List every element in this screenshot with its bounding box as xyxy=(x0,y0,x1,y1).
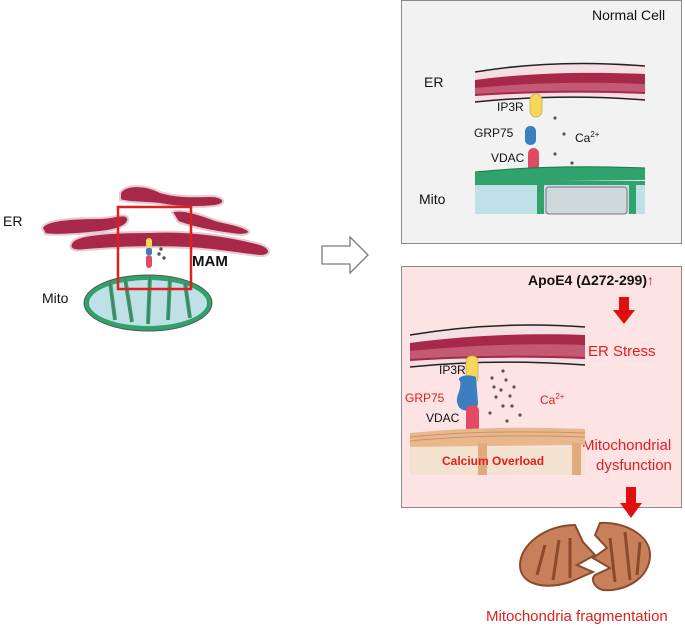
mito-matrix xyxy=(410,447,585,475)
er-network-illustration xyxy=(40,185,270,332)
calcium-ion xyxy=(518,413,522,417)
apoe4-name: ApoE4 (Δ272-299) xyxy=(528,272,647,288)
calcium-ion xyxy=(156,241,160,245)
fragmented-mitochondrion-illustration xyxy=(518,521,652,592)
mito-outer-membrane xyxy=(475,166,645,182)
calcium-ion xyxy=(501,369,505,373)
stress-grp75-label: GRP75 xyxy=(405,391,445,405)
normal-ip3r-label: IP3R xyxy=(497,100,524,114)
down-arrow-icon xyxy=(620,487,642,518)
normal-er-label: ER xyxy=(424,74,444,90)
calcium-charge: 2+ xyxy=(590,130,600,139)
calcium-ion xyxy=(492,385,496,389)
calcium-ion xyxy=(510,404,514,408)
calcium-ion xyxy=(562,132,566,136)
calcium-ion xyxy=(499,388,503,392)
mitochondria-fragmentation-label: Mitochondria fragmentation xyxy=(486,608,668,625)
calcium-ion xyxy=(501,404,505,408)
calcium-ion xyxy=(157,252,161,256)
er-tubule-top xyxy=(119,185,225,209)
normal-mam-illustration xyxy=(474,62,646,215)
stress-mam-illustration xyxy=(409,324,586,475)
calcium-ion xyxy=(162,256,166,260)
increase-arrow-icon: ↑ xyxy=(647,272,654,288)
normal-cell-title: Normal Cell xyxy=(592,7,666,23)
mam-label: MAM xyxy=(192,253,228,270)
mito-outer-membrane xyxy=(410,427,585,447)
grp75-protein xyxy=(146,248,152,255)
calcium-symbol: Ca xyxy=(575,131,591,145)
calcium-ion xyxy=(570,161,574,165)
calcium-ion xyxy=(159,247,163,251)
calcium-ion xyxy=(553,152,557,156)
overview-mito-label: Mito xyxy=(42,290,69,306)
mito-fragment-right xyxy=(591,521,652,592)
calcium-ion xyxy=(553,116,557,120)
calcium-ion xyxy=(490,376,494,380)
normal-mito-label: Mito xyxy=(419,191,446,207)
grp75-protein xyxy=(525,126,536,145)
calcium-charge: 2+ xyxy=(555,392,565,401)
apoe4-trigger-label: ApoE4 (Δ272-299)↑ xyxy=(528,272,654,288)
mito-dysfunction-line2: dysfunction xyxy=(596,457,672,474)
er-stress-label: ER Stress xyxy=(588,343,656,360)
normal-calcium-label: Ca2+ xyxy=(575,130,599,145)
down-arrow-icon xyxy=(613,297,635,324)
calcium-ion xyxy=(512,385,516,389)
vdac-protein xyxy=(146,255,152,268)
normal-grp75-label: GRP75 xyxy=(474,126,514,140)
calcium-overload-label: Calcium Overload xyxy=(442,454,545,468)
stress-ip3r-label: IP3R xyxy=(439,363,466,377)
er-tubule-left xyxy=(40,214,130,236)
mito-dysfunction-line1: Mitochondrial xyxy=(582,437,672,454)
calcium-symbol: Ca xyxy=(540,393,556,407)
er-tubule-bottom xyxy=(69,230,270,258)
calcium-ion xyxy=(508,394,512,398)
calcium-ion xyxy=(504,378,508,382)
calcium-ion xyxy=(488,411,492,415)
ip3r-protein xyxy=(529,93,543,118)
transition-arrow-icon xyxy=(321,235,369,275)
calcium-ion xyxy=(505,419,509,423)
normal-vdac-label: VDAC xyxy=(491,151,525,165)
stress-calcium-label: Ca2+ xyxy=(540,392,564,407)
mam-highlight-box xyxy=(116,205,193,291)
ip3r-protein xyxy=(146,238,152,248)
grp75-protein xyxy=(456,375,478,411)
overview-er-label: ER xyxy=(3,213,23,229)
calcium-ion xyxy=(494,395,498,399)
stress-vdac-label: VDAC xyxy=(426,411,460,425)
vdac-protein xyxy=(528,148,539,168)
